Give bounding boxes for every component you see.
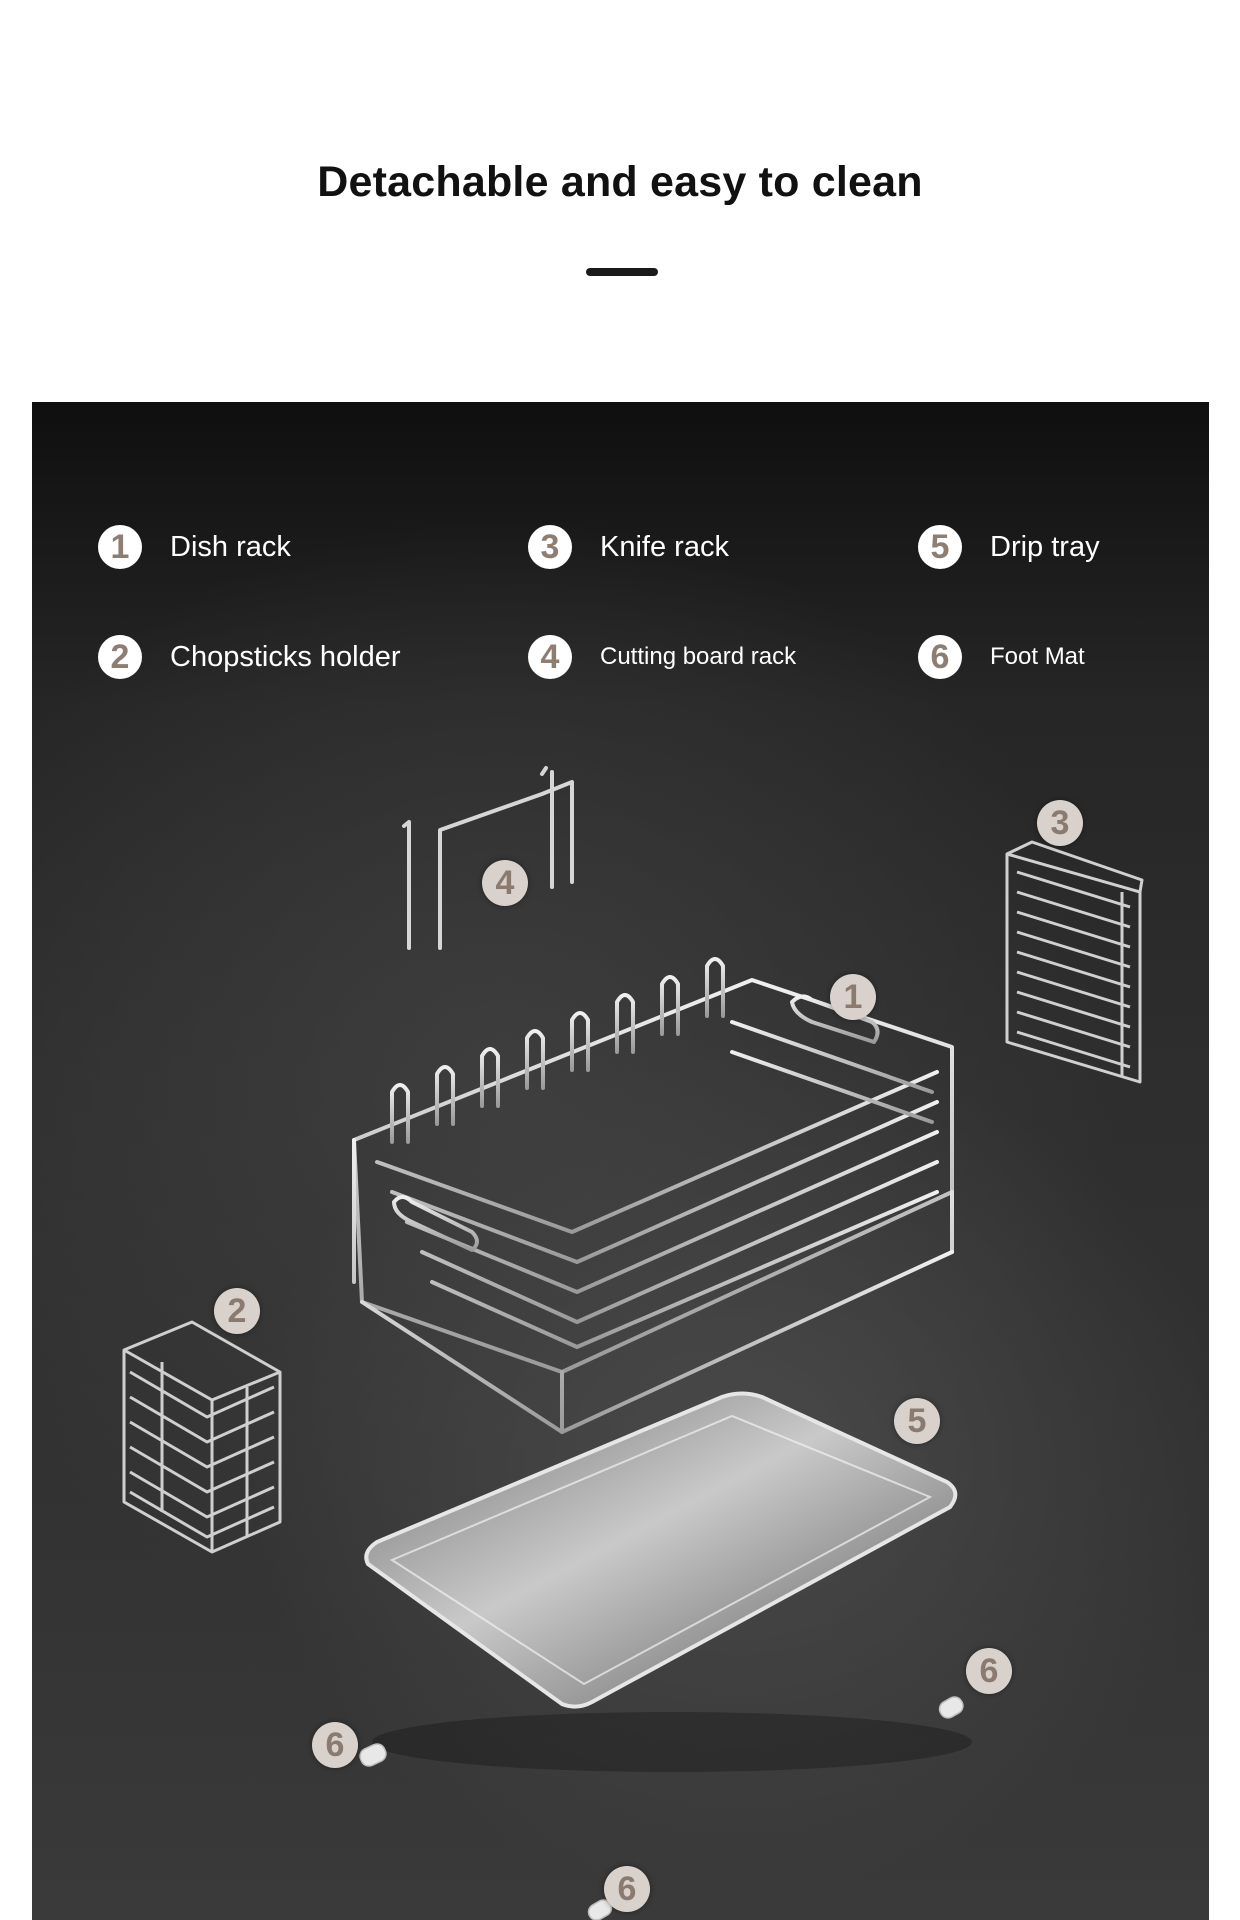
- legend-number: 2: [98, 635, 142, 679]
- legend-label: Foot Mat: [990, 643, 1085, 670]
- callout-foot-mat-left: 6: [312, 1722, 358, 1768]
- callout-foot-mat-right: 6: [966, 1648, 1012, 1694]
- product-diagram-panel: 1 Dish rack 2 Chopsticks holder 3 Knife …: [32, 402, 1209, 1920]
- legend-label: Cutting board rack: [600, 643, 797, 670]
- legend-label: Chopsticks holder: [170, 640, 401, 673]
- legend-number: 1: [98, 525, 142, 569]
- legend-item-cutting-board-rack: 4 Cutting board rack: [528, 635, 796, 679]
- foot-mat-illustration: [359, 1696, 964, 1920]
- legend-number: 4: [528, 635, 572, 679]
- legend-item-dish-rack: 1 Dish rack: [98, 525, 291, 569]
- legend-item-foot-mat: 6 Foot Mat: [918, 635, 1085, 679]
- legend-number: 6: [918, 635, 962, 679]
- callout-chopsticks-holder: 2: [214, 1288, 260, 1334]
- chopsticks-holder-illustration: [122, 1320, 282, 1554]
- dish-rack-illustration: [352, 957, 954, 1434]
- drip-tray-illustration: [364, 1391, 972, 1772]
- callout-cutting-board-rack: 4: [482, 860, 528, 906]
- callout-foot-mat-bottom: 6: [604, 1866, 650, 1912]
- legend-item-drip-tray: 5 Drip tray: [918, 525, 1100, 569]
- title-underline: [586, 268, 658, 276]
- legend-label: Dish rack: [170, 530, 291, 563]
- legend-item-knife-rack: 3 Knife rack: [528, 525, 729, 569]
- callout-dish-rack: 1: [830, 974, 876, 1020]
- dish-rack-exploded-illustration: [122, 766, 1144, 1920]
- callout-knife-rack: 3: [1037, 800, 1083, 846]
- legend-label: Drip tray: [990, 530, 1100, 563]
- legend-number: 5: [918, 525, 962, 569]
- legend-item-chopsticks-holder: 2 Chopsticks holder: [98, 635, 401, 679]
- legend-number: 3: [528, 525, 572, 569]
- callout-drip-tray: 5: [894, 1398, 940, 1444]
- page-title: Detachable and easy to clean: [317, 158, 923, 206]
- legend-label: Knife rack: [600, 530, 729, 563]
- cutting-board-rack-illustration: [402, 766, 574, 950]
- knife-rack-illustration: [1005, 840, 1144, 1084]
